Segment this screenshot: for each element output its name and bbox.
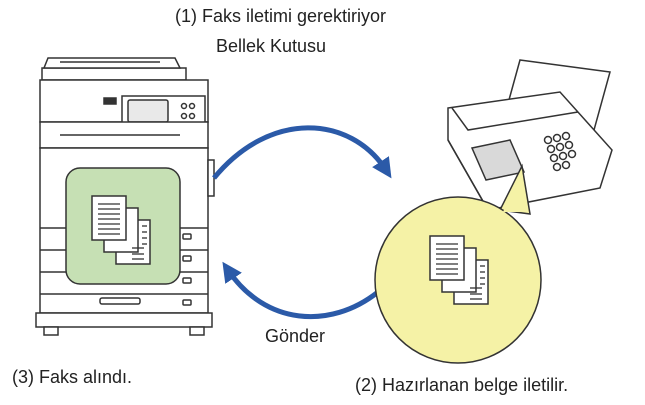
step1-label-line1: (1) Faks iletimi gerektiriyor (175, 6, 387, 26)
send-label: Gönder (265, 326, 326, 346)
document-stack-icon (429, 235, 489, 305)
step2-label: (2) Hazırlanan belge iletilir. (355, 375, 569, 395)
fax-machine-icon (447, 59, 613, 211)
document-stack-icon (91, 195, 151, 265)
curved-arrow-right-icon (212, 125, 392, 180)
step1-label-line2: Bellek Kutusu (216, 36, 327, 56)
curved-arrow-left-icon (222, 261, 380, 320)
step3-label: (3) Faks alındı. (12, 367, 133, 387)
